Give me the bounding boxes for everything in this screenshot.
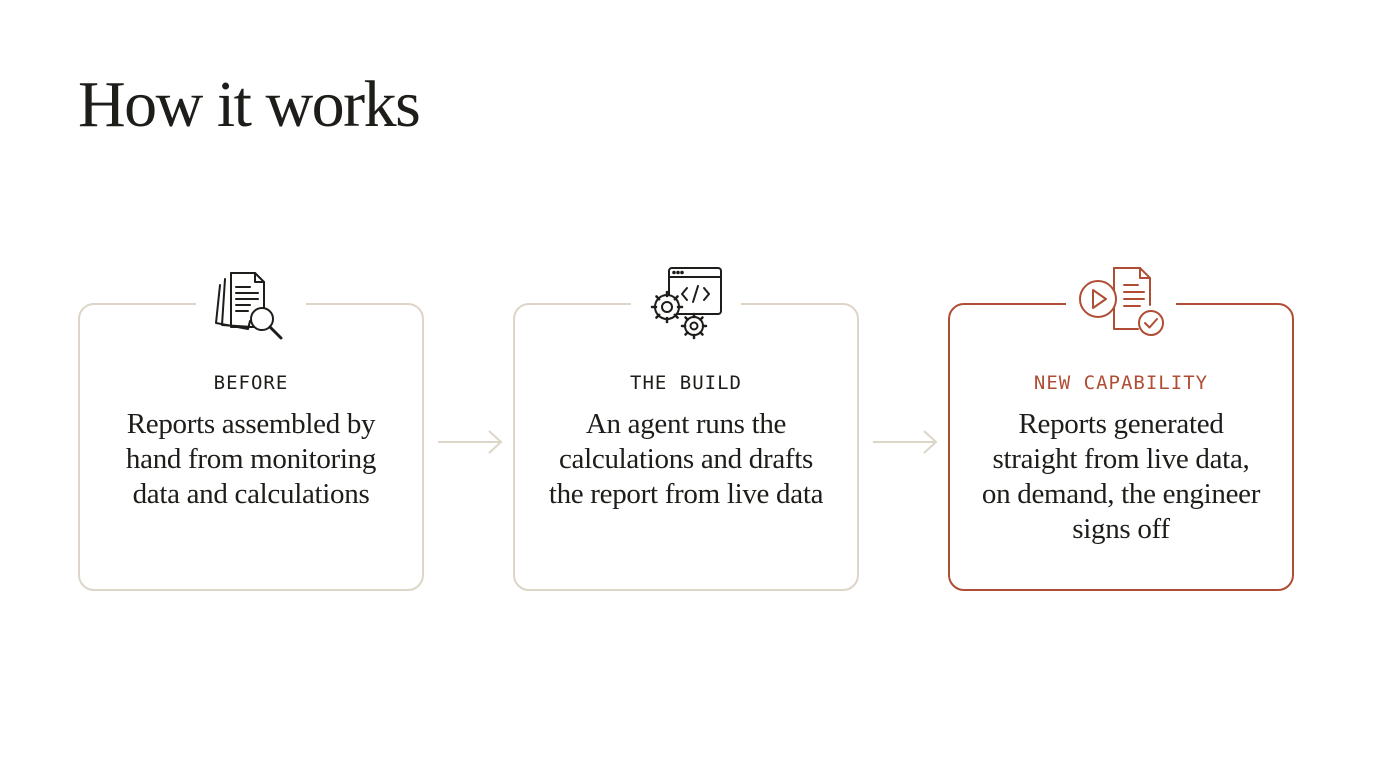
step-label: NEW CAPABILITY xyxy=(1033,372,1209,394)
step-label: THE BUILD xyxy=(630,372,742,394)
step-label: BEFORE xyxy=(213,372,289,394)
step-description: Reports generated straight from live dat… xyxy=(981,408,1261,545)
step-description: Reports assembled by hand from monitorin… xyxy=(125,408,377,510)
step-description: An agent runs the calculations and draft… xyxy=(548,408,824,510)
report-play-check-icon xyxy=(1066,265,1176,343)
step-card-new-capability: NEW CAPABILITY Reports generated straigh… xyxy=(948,265,1294,591)
code-window-gears-icon xyxy=(631,265,741,343)
arrow-right-icon xyxy=(438,430,503,454)
documents-magnifier-icon xyxy=(196,265,306,343)
arrow-right-icon xyxy=(873,430,938,454)
page-title: How it works xyxy=(78,68,421,141)
step-card-build: THE BUILD An agent runs the calculations… xyxy=(513,265,859,591)
step-card-before: BEFORE Reports assembled by hand from mo… xyxy=(78,265,424,591)
